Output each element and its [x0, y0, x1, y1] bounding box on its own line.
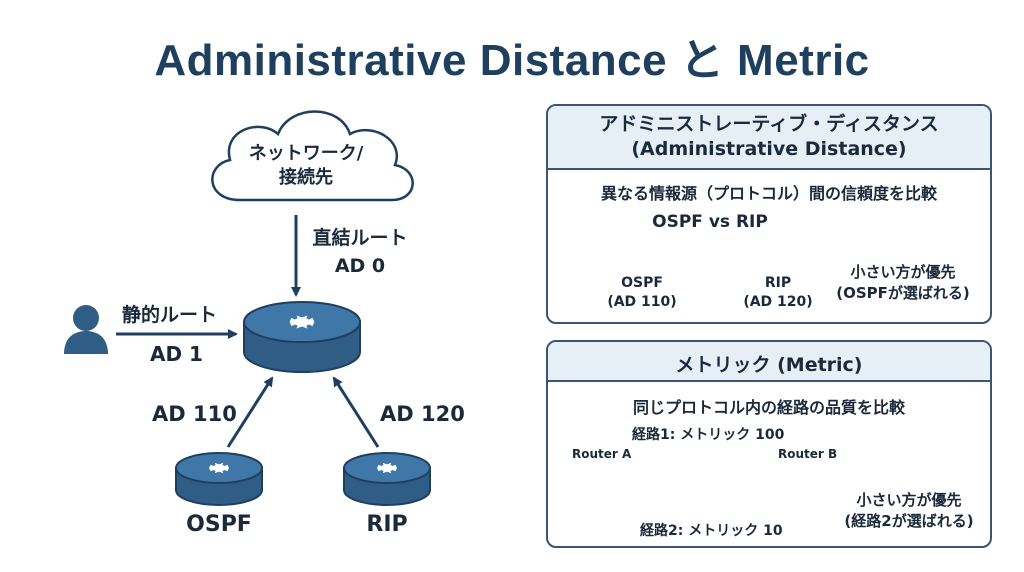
- ospf-ad-label: AD 110: [152, 402, 237, 426]
- ad-right-router-ad: (AD 120): [743, 294, 813, 310]
- person-icon: [64, 305, 108, 354]
- ospf-route-arrow: [226, 376, 274, 448]
- metric-panel-header: メトリック (Metric): [548, 342, 990, 382]
- rip-ad-label: AD 120: [380, 402, 465, 426]
- ad-left-router-name: OSPF: [621, 275, 663, 291]
- metric-result-label: 小さい方が優先 (経路2が選ばれる): [826, 490, 992, 532]
- router-b-label: Router B: [778, 447, 838, 461]
- cloud-label: ネットワーク/ 接続先: [226, 142, 386, 190]
- ad-panel-title-line2: (Administrative Distance): [631, 138, 907, 160]
- cloud-label-line1: ネットワーク/: [248, 143, 364, 164]
- ad-panel-title-line1: アドミニストレーティブ・ディスタンス: [599, 113, 939, 135]
- cloud-icon: [211, 110, 414, 202]
- direct-route-name: 直結ルート: [312, 227, 408, 249]
- ad-left-router-label: OSPF (AD 110): [592, 274, 692, 312]
- ospf-name-label: OSPF: [186, 512, 252, 537]
- static-route-name: 静的ルート: [122, 304, 218, 326]
- ad-vs-label: OSPF vs RIP: [652, 212, 768, 232]
- rip-router-icon: [343, 452, 431, 506]
- static-route-ad: AD 1: [150, 342, 203, 366]
- path2-label: 経路2: メトリック 10: [640, 523, 783, 539]
- metric-panel-title: メトリック (Metric): [675, 354, 863, 376]
- direct-route-ad: AD 0: [334, 255, 386, 277]
- ad-panel: アドミニストレーティブ・ディスタンス (Administrative Dista…: [546, 104, 992, 324]
- direct-route-label: 直結ルート AD 0: [300, 224, 420, 280]
- rip-route-arrow: [332, 376, 380, 448]
- ad-panel-header: アドミニストレーティブ・ディスタンス (Administrative Dista…: [548, 106, 990, 170]
- ad-panel-subtitle: 異なる情報源（プロトコル）間の信頼度を比較: [600, 184, 937, 203]
- ospf-router-icon: [175, 452, 263, 506]
- ad-crown-text: Winner: [883, 245, 917, 254]
- ad-right-router-name: RIP: [764, 275, 792, 291]
- ad-result-label: 小さい方が優先 (OSPFが選ばれる): [818, 262, 988, 304]
- page-title: Administrative Distance と Metric: [154, 36, 870, 85]
- path1-label: 経路1: メトリック 100: [632, 427, 785, 443]
- main-router-icon: [243, 301, 361, 373]
- rip-name-label: RIP: [366, 512, 408, 537]
- metric-result-line1: 小さい方が優先: [856, 491, 962, 509]
- ad-right-router-label: RIP (AD 120): [728, 274, 828, 312]
- cloud-label-line2: 接続先: [279, 167, 333, 188]
- metric-panel: メトリック (Metric): [546, 340, 992, 548]
- router-a-label: Router A: [572, 447, 632, 461]
- metric-crown-text: Winner: [892, 466, 926, 475]
- metric-panel-subtitle: 同じプロトコル内の経路の品質を比較: [632, 398, 905, 417]
- ad-result-line2: (OSPFが選ばれる): [836, 284, 970, 302]
- ad-result-line1: 小さい方が優先: [850, 263, 956, 281]
- metric-result-line2: (経路2が選ばれる): [844, 512, 974, 530]
- ad-left-router-ad: (AD 110): [607, 294, 677, 310]
